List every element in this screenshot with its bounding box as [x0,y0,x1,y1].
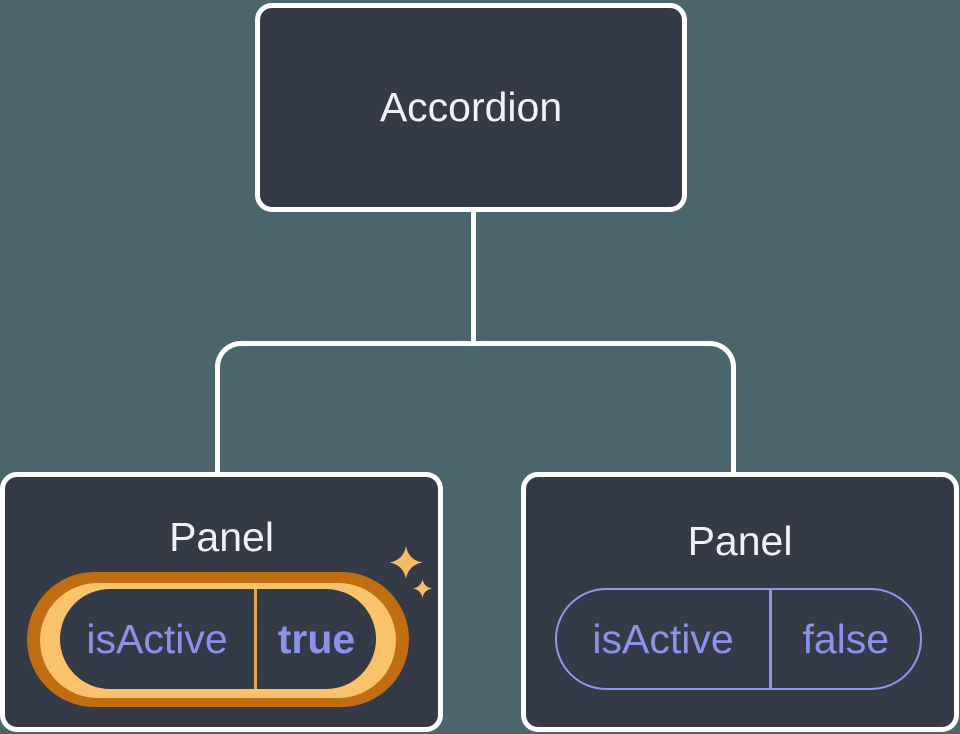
prop-name-label: isActive [592,615,734,662]
state-pill-active: isActive true [60,589,376,689]
sparkle-large-icon [389,546,423,579]
prop-value-label: false [802,615,890,662]
tree-edge-branches [215,341,736,472]
prop-value-cell: true [257,589,376,689]
prop-name-cell: isActive [557,590,769,688]
panel-node-label: Panel [169,514,274,560]
tree-edge-stem [471,205,476,346]
panel-node-label: Panel [687,518,793,564]
state-pill-inactive: isActive false [555,588,922,690]
highlight-ring: isActive true [27,572,409,707]
prop-value-label: true [277,615,356,662]
prop-name-label: isActive [86,615,228,662]
component-node-accordion: Accordion [255,3,687,212]
pill-divider [769,590,772,688]
highlight-ring-inner: isActive true [40,583,396,698]
accordion-node-label: Accordion [379,84,563,130]
prop-name-cell: isActive [60,589,254,689]
prop-value-cell: false [772,590,921,688]
pill-divider [254,589,257,689]
sparkle-small-icon [413,579,432,598]
